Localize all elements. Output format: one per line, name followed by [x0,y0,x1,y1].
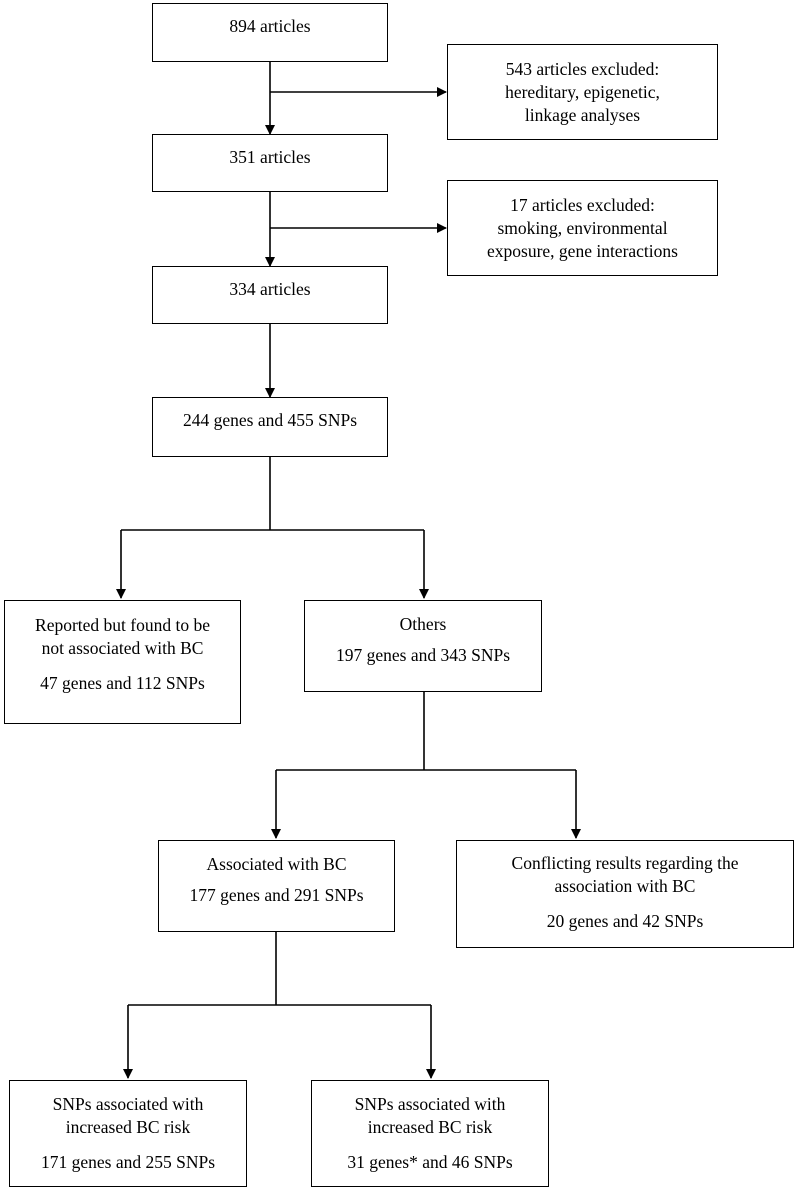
excluded-1-line-1: 543 articles excluded: [505,58,660,79]
others-label: Others [399,614,447,634]
articles-334-label: 334 articles [229,279,311,299]
increased-risk-b-line-2: increased BC risk [367,1117,493,1137]
genes-snps-label: 244 genes and 455 SNPs [182,410,358,430]
excluded-2-box: 17 articles excluded: smoking, environme… [447,180,718,276]
not-associated-line-2: not associated with BC [41,638,204,658]
associated-box: Associated with BC 177 genes and 291 SNP… [158,840,395,932]
articles-351-box: 351 articles [152,134,388,192]
increased-risk-b-line-1: SNPs associated with [354,1094,506,1114]
articles-351-label: 351 articles [229,147,311,167]
excluded-1-line-3: linkage analyses [524,104,641,125]
genes-snps-box: 244 genes and 455 SNPs [152,397,388,457]
conflicting-line-1: Conflicting results regarding the [511,853,739,873]
excluded-1-line-2: hereditary, epigenetic, [505,81,660,102]
excluded-2-line-3: exposure, gene interactions [487,240,678,261]
not-associated-line-1: Reported but found to be [35,615,210,635]
increased-risk-b-box: SNPs associated with increased BC risk 3… [311,1080,549,1187]
not-associated-box: Reported but found to be not associated … [4,600,241,724]
increased-risk-a-line-1: SNPs associated with [52,1094,204,1114]
others-count: 197 genes and 343 SNPs [335,645,511,665]
start-articles-box: 894 articles [152,3,388,62]
not-associated-count: 47 genes and 112 SNPs [40,673,205,693]
increased-risk-b-count: 31 genes* and 46 SNPs [347,1152,513,1172]
conflicting-box: Conflicting results regarding the associ… [456,840,794,948]
increased-risk-a-count: 171 genes and 255 SNPs [40,1152,216,1172]
increased-risk-a-line-2: increased BC risk [65,1117,191,1137]
excluded-2-line-1: 17 articles excluded: [510,194,655,215]
excluded-1-box: 543 articles excluded: hereditary, epige… [447,44,718,140]
others-box: Others 197 genes and 343 SNPs [304,600,542,692]
increased-risk-a-box: SNPs associated with increased BC risk 1… [9,1080,247,1187]
start-articles-label: 894 articles [229,16,311,36]
conflicting-count: 20 genes and 42 SNPs [546,911,704,931]
articles-334-box: 334 articles [152,266,388,324]
associated-count: 177 genes and 291 SNPs [189,885,364,905]
associated-label: Associated with BC [206,854,347,874]
excluded-2-line-2: smoking, environmental [497,217,668,238]
conflicting-line-2: association with BC [554,876,696,896]
